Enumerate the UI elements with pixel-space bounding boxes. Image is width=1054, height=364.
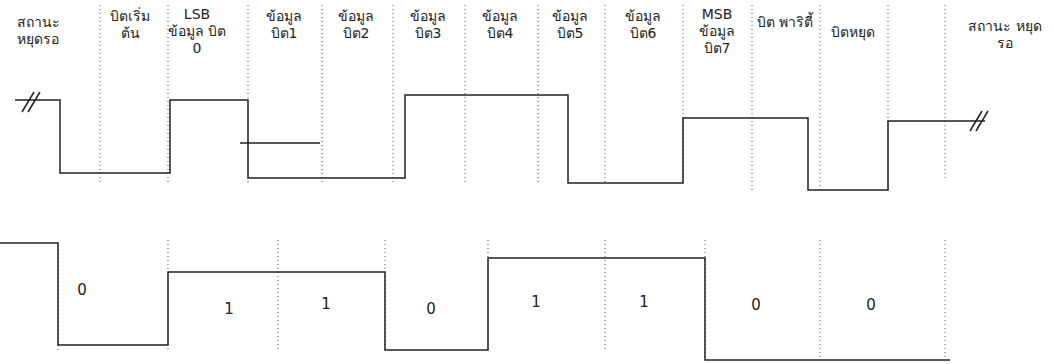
bit-value: 1 bbox=[634, 293, 654, 311]
bit-header: ข้อมูล บิต2 bbox=[328, 8, 384, 42]
bit-value: 1 bbox=[219, 300, 239, 318]
bit-value: 0 bbox=[421, 300, 441, 318]
bit-header: ข้อมูล บิต5 bbox=[542, 8, 598, 42]
bit-header: LSB ข้อมูล บิต 0 bbox=[167, 6, 227, 56]
bit-divider bbox=[58, 5, 945, 360]
bit-value: 0 bbox=[746, 296, 766, 314]
signal-line bbox=[0, 92, 988, 360]
bit-header: บิตหยุด bbox=[821, 24, 885, 41]
bit-header: ข้อมูล บิต4 bbox=[472, 8, 528, 42]
bit-header: บิต พาริตี้ bbox=[756, 14, 814, 31]
bit-header: MSB ข้อมูล บิต7 bbox=[687, 6, 747, 56]
bit-value: 0 bbox=[72, 281, 92, 299]
bit-header: ข้อมูล บิต3 bbox=[400, 8, 456, 42]
state-label: สถานะ หยุดรอ bbox=[5, 14, 71, 48]
bit-header: บิตเริ่มต้น bbox=[102, 8, 158, 42]
bit-header: ข้อมูล บิต6 bbox=[615, 8, 671, 42]
bit-header: ข้อมูล บิต1 bbox=[256, 8, 312, 42]
state-label: สถานะ หยุดรอ bbox=[965, 18, 1045, 52]
bit-value: 1 bbox=[316, 295, 336, 313]
bit-value: 0 bbox=[861, 296, 881, 314]
bit-value: 1 bbox=[526, 293, 546, 311]
